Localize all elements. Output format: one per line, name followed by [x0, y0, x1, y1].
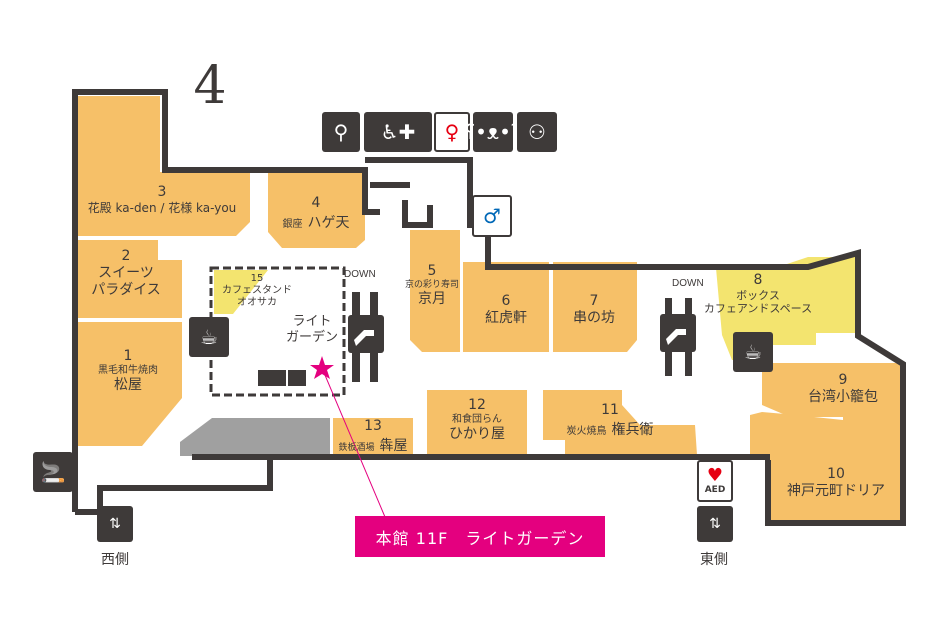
cafe-icon: ☕	[733, 332, 773, 372]
shop-5-area[interactable]	[410, 230, 460, 352]
shop-10-area[interactable]	[750, 412, 900, 520]
shop-name: 神戸元町ドリア	[787, 482, 885, 499]
shop-name: 紅虎軒	[485, 309, 527, 326]
shop-name: 犇屋	[379, 437, 408, 454]
shop-subtitle: カフェスタンド	[222, 285, 292, 296]
shop-number: 8	[753, 272, 763, 288]
shop-2-area[interactable]	[78, 240, 182, 318]
shop-subtitle: 黒毛和牛焼肉	[98, 364, 158, 376]
shop-number: 2	[121, 248, 131, 264]
shop-name: 串の坊	[573, 309, 615, 326]
multipurpose-toilet-icon: ⚲	[322, 112, 360, 152]
escalator-sign-icon	[288, 370, 306, 386]
star-icon	[310, 356, 334, 379]
shop-subtitle: 鉄板酒場	[338, 442, 375, 453]
aed-icon: ♥AED	[697, 460, 733, 502]
shop-subtitle: 和食団らん	[452, 413, 502, 425]
shop-name: ハゲ天	[307, 214, 350, 231]
shop-number: 4	[311, 195, 321, 211]
shop-subtitle: ボックス	[736, 288, 780, 302]
shop-name: 台湾小籠包	[808, 388, 878, 405]
down-label-east: DOWN	[672, 278, 704, 289]
walls	[72, 89, 906, 526]
shop-name: カフェアンドスペース	[703, 301, 813, 315]
shop-9-area[interactable]	[762, 363, 900, 463]
stairs-icon	[258, 370, 286, 386]
shop-number: 9	[838, 372, 848, 388]
shop-number: 10	[827, 466, 845, 482]
elevator-icon-west: ⇅	[97, 506, 133, 542]
shop-name: 松屋	[114, 376, 142, 393]
shop-13-area[interactable]	[333, 418, 413, 455]
smoking-area-icon: 🚬	[33, 452, 73, 492]
shop-subtitle: 京の彩り寿司	[404, 279, 460, 290]
aed-label: AED	[704, 485, 726, 495]
location-banner: 本館 11F ライトガーデン	[355, 516, 605, 557]
shop-number: 7	[589, 293, 599, 309]
shop-subtitle: 炭火焼鳥	[566, 425, 607, 437]
shop-11-area[interactable]	[543, 390, 697, 455]
shop-number: 15	[250, 273, 264, 284]
shop-name: 花殿 ka-den / 花様 ka-you	[87, 200, 237, 215]
shop-4-area[interactable]	[268, 172, 365, 248]
shop-number: 3	[157, 184, 167, 200]
male-toilet-icon: ♂	[472, 195, 512, 237]
shop-number: 11	[601, 402, 619, 418]
shop-12-area[interactable]	[427, 390, 527, 455]
west-side-label: 西側	[101, 552, 129, 568]
pointer-line	[321, 367, 386, 518]
kids-toilet-icon: ʕ•ᴥ•ʔ	[465, 112, 521, 152]
shop-11-label[interactable]: 11 炭火焼鳥 権兵衛	[566, 402, 653, 439]
shop-13-label[interactable]: 13 鉄板酒場 犇屋	[338, 418, 407, 455]
female-toilet-icon: ♀	[434, 112, 470, 152]
shop-1-area[interactable]	[78, 322, 182, 446]
cafe-icon: ☕	[189, 317, 229, 357]
stairs-area	[180, 418, 330, 456]
shop-name: 権兵衛	[611, 421, 654, 438]
shop-15-area[interactable]	[214, 270, 268, 314]
shop-subtitle: 銀座	[282, 218, 303, 230]
shop-number: 1	[123, 348, 133, 364]
elevator-icon-east: ⇅	[697, 506, 733, 542]
shop-number: 12	[468, 397, 486, 413]
light-garden-label: ライト ガーデン	[285, 314, 339, 345]
shop-name: オオサカ	[237, 297, 277, 308]
baby-changing-icon: ⚇	[517, 112, 557, 152]
shop-name: ひかり屋	[449, 425, 505, 442]
shop-4-label[interactable]: 4 銀座 ハゲ天	[282, 195, 349, 232]
shop-name: 京月	[417, 290, 446, 307]
shop-number: 13	[364, 418, 382, 434]
down-label-west: DOWN	[344, 269, 376, 280]
shop-6-area[interactable]	[463, 262, 549, 352]
shop-number: 5	[427, 263, 437, 279]
shop-number: 6	[501, 293, 511, 309]
floor-number: 4	[193, 56, 227, 116]
east-side-label: 東側	[700, 552, 728, 568]
shop-3-area[interactable]	[78, 96, 250, 236]
shop-name: スイーツ パラダイス	[91, 264, 161, 298]
wheelchair-toilet-icon: ♿✚	[364, 112, 432, 152]
shop-7-area[interactable]	[553, 262, 637, 352]
